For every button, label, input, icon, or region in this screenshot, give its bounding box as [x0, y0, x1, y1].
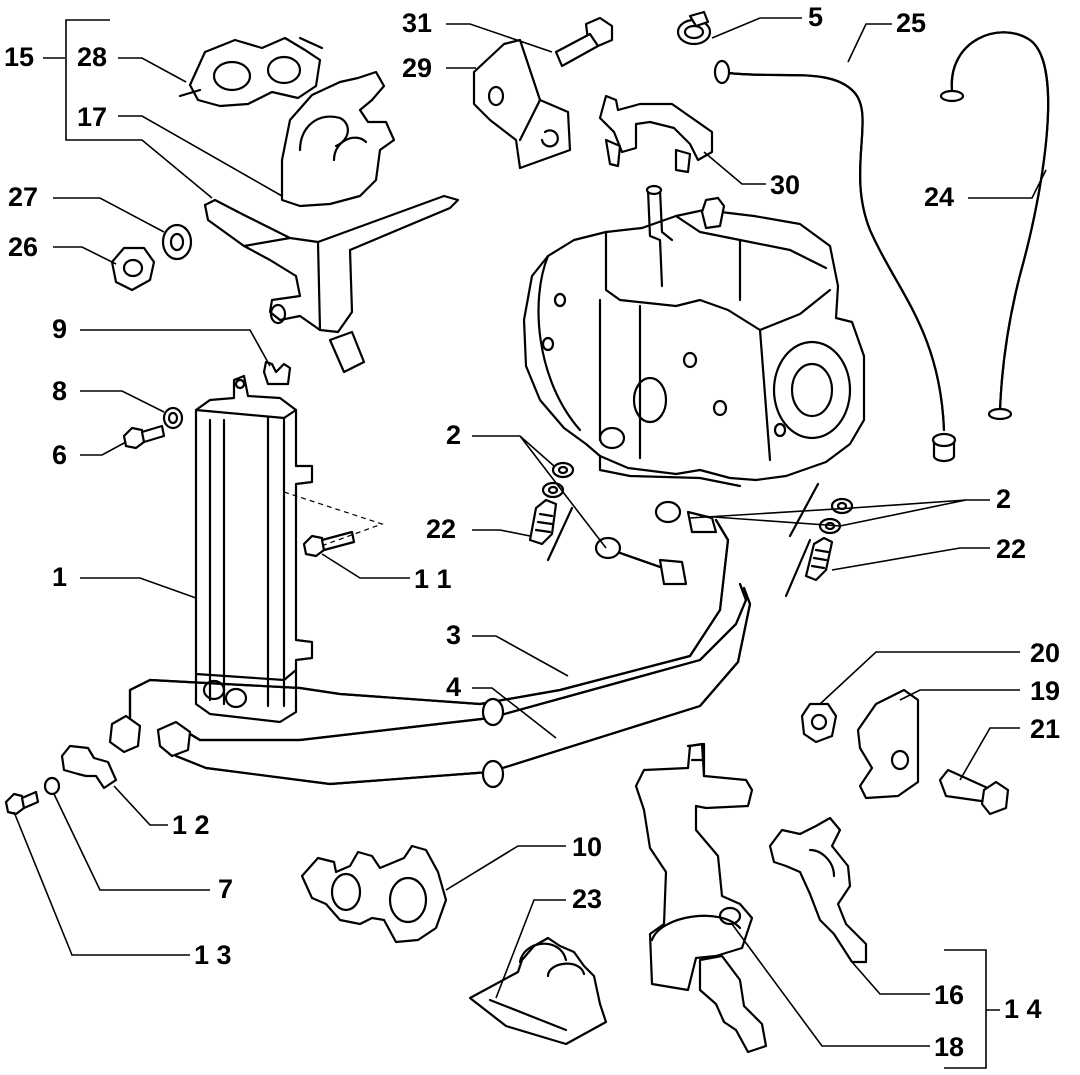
callout-5: 5 [808, 2, 823, 32]
callout-24: 24 [924, 182, 954, 212]
part-20-nut [800, 702, 838, 744]
callout-13: 1 3 [194, 940, 232, 970]
part-7-washer [43, 776, 61, 796]
callout-23: 23 [572, 884, 602, 914]
callout-11: 1 1 [414, 564, 452, 594]
callout-15: 15 [4, 42, 34, 72]
part-21-bolt [938, 768, 1010, 816]
callout-27: 27 [8, 182, 38, 212]
callout-4: 4 [446, 672, 461, 702]
part-31-bolt [554, 16, 614, 68]
callout-19: 19 [1030, 676, 1060, 706]
callout-labels: 15 28 17 27 26 9 8 6 1 1 2 7 1 3 31 29 5… [4, 2, 1060, 1062]
callout-18: 18 [934, 1032, 964, 1062]
callout-10: 10 [572, 832, 602, 862]
part-19-clamp-block [856, 688, 920, 800]
callout-28: 28 [77, 42, 107, 72]
part-22-bolt-left [528, 498, 558, 546]
leader-lines [13, 17, 1047, 1069]
callout-22-right: 22 [996, 534, 1026, 564]
callout-17: 17 [77, 102, 107, 132]
callout-12: 1 2 [172, 810, 210, 840]
part-26-hex-nut [110, 246, 156, 292]
callout-29: 29 [402, 53, 432, 83]
callout-25: 25 [896, 8, 926, 38]
part-2-washers-left [541, 461, 575, 499]
callout-14: 1 4 [1004, 994, 1042, 1024]
part-3-4-oil-pipes [108, 500, 752, 789]
callout-2-right: 2 [996, 484, 1011, 514]
callout-9: 9 [52, 314, 67, 344]
part-28-double-clamp [178, 36, 324, 108]
bolt-separator-marks [546, 482, 820, 598]
callout-7: 7 [218, 874, 233, 904]
part-2-washers-right [818, 497, 854, 535]
transmission-housing [522, 184, 866, 488]
part-23-bracket-clamp [468, 936, 608, 1046]
callout-20: 20 [1030, 638, 1060, 668]
part-13-bolt [4, 790, 40, 816]
callout-30: 30 [770, 170, 800, 200]
part-6-bolt [122, 424, 166, 450]
part-11-bolt [283, 491, 384, 558]
callout-16: 16 [934, 980, 964, 1010]
callout-26: 26 [8, 232, 38, 262]
part-9-clip [262, 360, 292, 386]
part-27-washer [161, 223, 193, 261]
callout-21: 21 [1030, 714, 1060, 744]
part-30-clamp [598, 94, 714, 174]
part-29-bracket-plate [472, 38, 572, 170]
part-support-bracket-arm [203, 194, 460, 374]
part-12-clip [60, 744, 118, 790]
part-22-bolt-right [804, 536, 834, 582]
part-24-hose [939, 31, 1050, 421]
callout-31: 31 [402, 8, 432, 38]
part-10-clamp [300, 844, 448, 944]
callout-3: 3 [446, 620, 461, 650]
callout-8: 8 [52, 376, 67, 406]
part-17-clamp-bracket [280, 70, 396, 208]
part-5-hose-clamp [676, 10, 712, 46]
part-1-oil-cooler [194, 374, 314, 724]
callout-6: 6 [52, 440, 67, 470]
callout-22-left: 22 [426, 514, 456, 544]
part-14-bracket-assembly [634, 742, 768, 1054]
part-8-washer [162, 406, 184, 430]
part-16-clamp [768, 816, 868, 964]
callout-1: 1 [52, 562, 67, 592]
part-25-hose [713, 59, 957, 463]
callout-2-left: 2 [446, 420, 461, 450]
